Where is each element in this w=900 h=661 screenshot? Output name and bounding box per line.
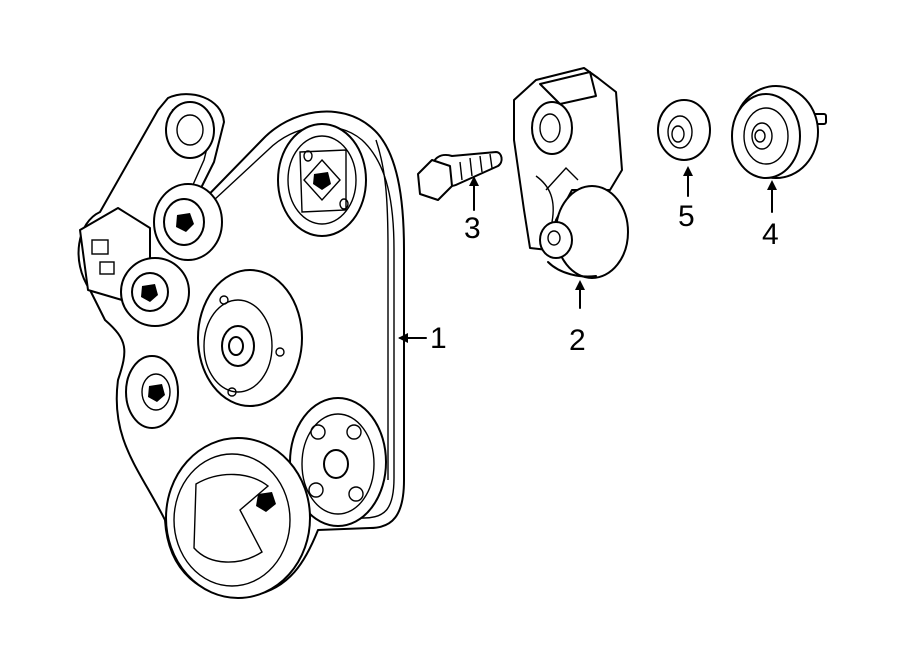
callout-4: 4 — [762, 218, 779, 251]
idler-pulley — [731, 85, 827, 179]
belt-tensioner — [513, 67, 629, 279]
callout-5: 5 — [678, 200, 695, 233]
bolt — [417, 151, 503, 201]
callout-3: 3 — [464, 212, 481, 245]
callout-2: 2 — [569, 324, 586, 357]
callout-1: 1 — [430, 322, 447, 355]
serpentine-belt-assembly — [77, 93, 405, 599]
leader-arrows — [398, 166, 777, 343]
small-pulley — [657, 99, 711, 161]
